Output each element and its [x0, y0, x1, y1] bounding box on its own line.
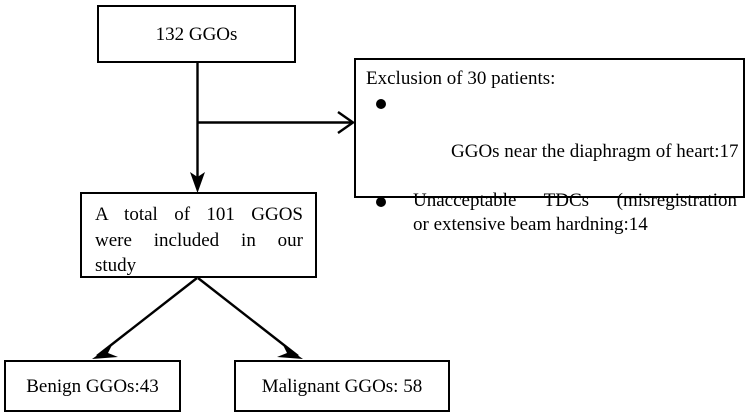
- node-exclusion-list: GGOs near the diaphragm of heart:17 Unac…: [366, 91, 739, 238]
- node-malignant-ggos-label: Malignant GGOs: 58: [261, 375, 423, 397]
- edge-total-to-exclusion-arrowhead: [337, 111, 356, 134]
- edge-included-to-malignant-arrowhead: [277, 345, 303, 359]
- edge-included-to-benign-arrowhead: [92, 345, 118, 359]
- node-included[interactable]: A total of 101 GGOS were included in our…: [80, 192, 317, 278]
- node-benign-ggos[interactable]: Benign GGOs:43: [4, 360, 181, 412]
- node-total-ggos-label: 132 GGOs: [155, 23, 238, 45]
- node-included-line1: A total of 101 GGOS: [95, 204, 303, 225]
- node-total-ggos[interactable]: 132 GGOs: [97, 5, 296, 63]
- node-exclusion[interactable]: Exclusion of 30 patients: GGOs near the …: [354, 58, 745, 235]
- node-exclusion-item: GGOs near the diaphragm of heart:17: [366, 91, 739, 188]
- node-exclusion-title: Exclusion of 30 patients:: [366, 68, 556, 89]
- bullet-icon: [376, 196, 386, 207]
- edge-included-to-benign-line: [96, 277, 198, 357]
- node-exclusion-item-text-line1: Unacceptable TDCs (misregistration: [413, 189, 737, 211]
- edge-total-to-included-arrowhead: [190, 172, 205, 193]
- bullet-icon: [376, 99, 386, 110]
- edge-included-to-malignant-line: [197, 277, 299, 357]
- node-malignant-ggos[interactable]: Malignant GGOs: 58: [234, 360, 450, 412]
- node-exclusion-item: Unacceptable TDCs (misregistration or ex…: [366, 189, 737, 238]
- node-included-line2: were included in our: [95, 229, 303, 251]
- node-exclusion-item-text-line2: or extensive beam hardning:14: [413, 213, 648, 235]
- node-benign-ggos-label: Benign GGOs:43: [26, 375, 159, 397]
- node-included-line3: study: [95, 255, 137, 277]
- node-exclusion-item-text: GGOs near the diaphragm of heart:17: [451, 140, 739, 162]
